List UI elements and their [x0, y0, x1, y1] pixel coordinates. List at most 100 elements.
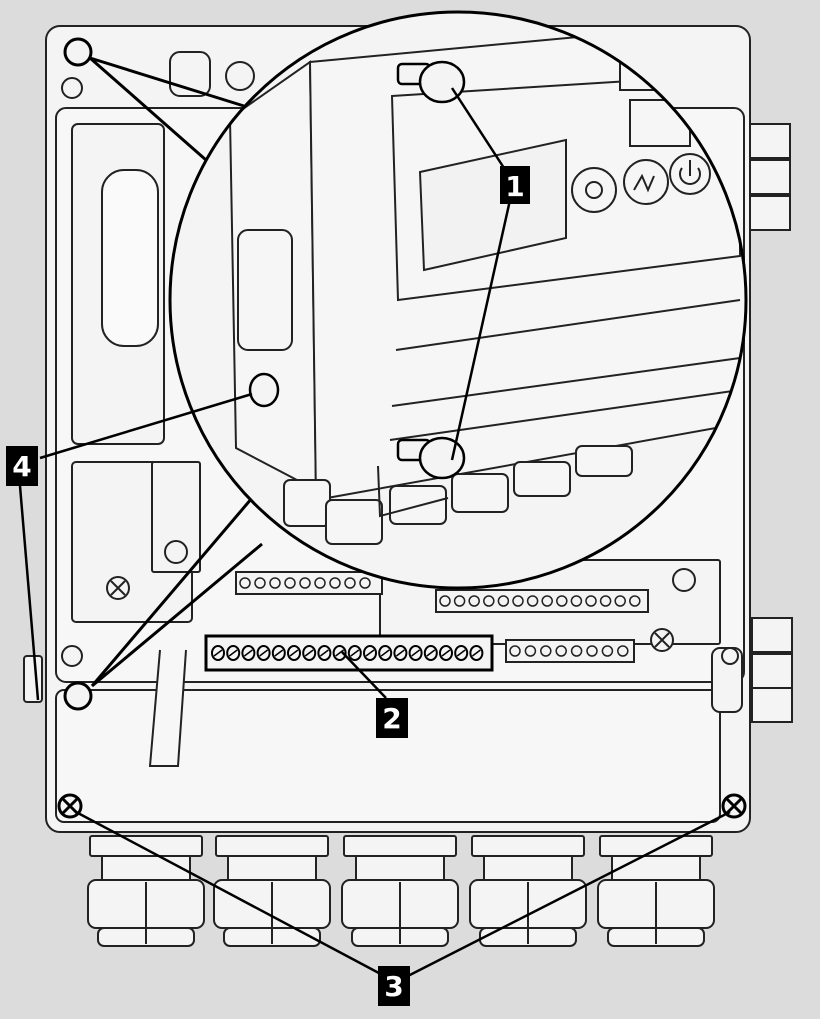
leader-3-right	[399, 810, 731, 982]
terminal-screw-small	[439, 595, 451, 607]
mag-gland-1	[283, 479, 331, 527]
gland-thread	[355, 855, 445, 881]
terminal-screw-small	[541, 595, 553, 607]
magnified-screws	[248, 60, 466, 480]
terminal-screw-slot	[365, 649, 375, 657]
side-tab-5	[751, 653, 793, 689]
cable-gland	[597, 835, 715, 947]
terminal-screw-slot	[259, 649, 269, 657]
corner-boss-bottom-right	[721, 647, 739, 665]
callout-3-label: 3	[384, 970, 403, 1003]
gland-thread	[227, 855, 317, 881]
terminal-screw-small	[601, 645, 614, 657]
terminal-screw-small	[540, 645, 552, 657]
cable-gland	[213, 835, 331, 947]
terminal-screw-small	[524, 645, 537, 657]
terminal-screw-slot	[319, 649, 329, 657]
power-icon	[679, 160, 701, 185]
terminal-strip-main	[204, 634, 494, 672]
lower-compartment	[55, 689, 721, 823]
leader-4-hinge	[18, 485, 40, 701]
terminal-screw-small	[344, 577, 356, 589]
cover-screw-bottom-left[interactable]	[63, 681, 93, 711]
left-panel-window	[101, 169, 159, 347]
terminal-screw-small	[453, 595, 466, 607]
gland-thread	[101, 855, 191, 881]
terminal-screw-small	[483, 595, 495, 607]
cable-gland	[469, 835, 587, 947]
terminal-screw-slot	[395, 649, 405, 657]
mag-screw-bottom[interactable]	[418, 436, 466, 480]
terminal-screw-small	[570, 645, 583, 657]
callout-1: 1	[500, 166, 530, 204]
corner-boss-top-left	[61, 77, 83, 99]
leader-1-bottom	[450, 199, 512, 461]
terminal-screw-slot	[426, 649, 436, 657]
mag-screw-top[interactable]	[418, 60, 466, 104]
gland-collar	[599, 835, 713, 857]
magnified-view	[168, 10, 748, 590]
terminal-screw-small	[570, 595, 583, 607]
mag-gland-4	[451, 473, 509, 513]
terminal-screw-small	[586, 645, 598, 657]
side-tab-6	[751, 687, 793, 723]
terminal-screw-slot	[411, 649, 421, 657]
terminal-screw-small	[359, 577, 371, 589]
terminal-screw-small	[526, 595, 539, 607]
cable-glands	[87, 835, 715, 947]
pointer-bottom	[90, 497, 263, 688]
callout-2-box	[376, 698, 408, 738]
housing-screw-bottom-left-slot	[61, 797, 79, 815]
callout-2-label: 2	[382, 702, 401, 735]
terminal-screw-slot	[304, 649, 314, 657]
gland-thread	[611, 855, 701, 881]
board-screws	[106, 540, 696, 652]
callout-1-box	[500, 166, 530, 204]
gland-collar	[343, 835, 457, 857]
gland-collar	[471, 835, 585, 857]
housing-screw-bottom-right-slot	[725, 797, 743, 815]
callout-3-box	[378, 966, 410, 1006]
mag-gland-6	[575, 445, 633, 477]
small-terminal-strips	[235, 571, 649, 663]
callout-3: 3	[378, 966, 410, 1006]
mag-side-tab	[629, 99, 691, 147]
terminal-screw-small	[614, 595, 626, 607]
magnifier-ring	[168, 10, 748, 590]
terminal-screw-small	[509, 645, 521, 657]
terminal-screw-small	[497, 595, 510, 607]
terminal-screw-small	[329, 577, 341, 589]
screw-x-right-slot	[654, 632, 670, 648]
terminal-screw-small	[617, 645, 629, 657]
gland-thread	[483, 855, 573, 881]
terminal-strip-small	[505, 639, 635, 663]
terminal-screw-small	[629, 595, 641, 607]
terminal-screw-slot	[335, 649, 345, 657]
cable	[148, 649, 187, 767]
terminal-screw-small	[254, 577, 266, 589]
cover-screws	[57, 37, 747, 819]
mag-side-screw[interactable]	[248, 372, 280, 408]
star-screw-relay	[164, 540, 188, 564]
magnifier-pointers	[89, 56, 263, 688]
terminal-screw-slot	[441, 649, 451, 657]
round-key-1-dot	[585, 181, 603, 199]
cover-screw-top-left[interactable]	[63, 37, 93, 67]
terminal-screw-slot	[289, 649, 299, 657]
info-key-icon	[633, 173, 655, 193]
terminal-screw-slot	[243, 649, 253, 657]
terminal-screw-small	[314, 577, 326, 589]
terminal-screw-small	[512, 595, 524, 607]
leader-1-top	[450, 87, 506, 169]
terminal-screw-slot	[471, 649, 481, 657]
side-tab-3	[749, 195, 791, 231]
callout-2: 2	[376, 698, 408, 738]
terminal-screw-slot	[350, 649, 360, 657]
cable-gland	[341, 835, 459, 947]
gland-collar	[215, 835, 329, 857]
callout-4: 4	[6, 446, 38, 486]
side-tab-4	[751, 617, 793, 653]
gland-collar	[89, 835, 203, 857]
